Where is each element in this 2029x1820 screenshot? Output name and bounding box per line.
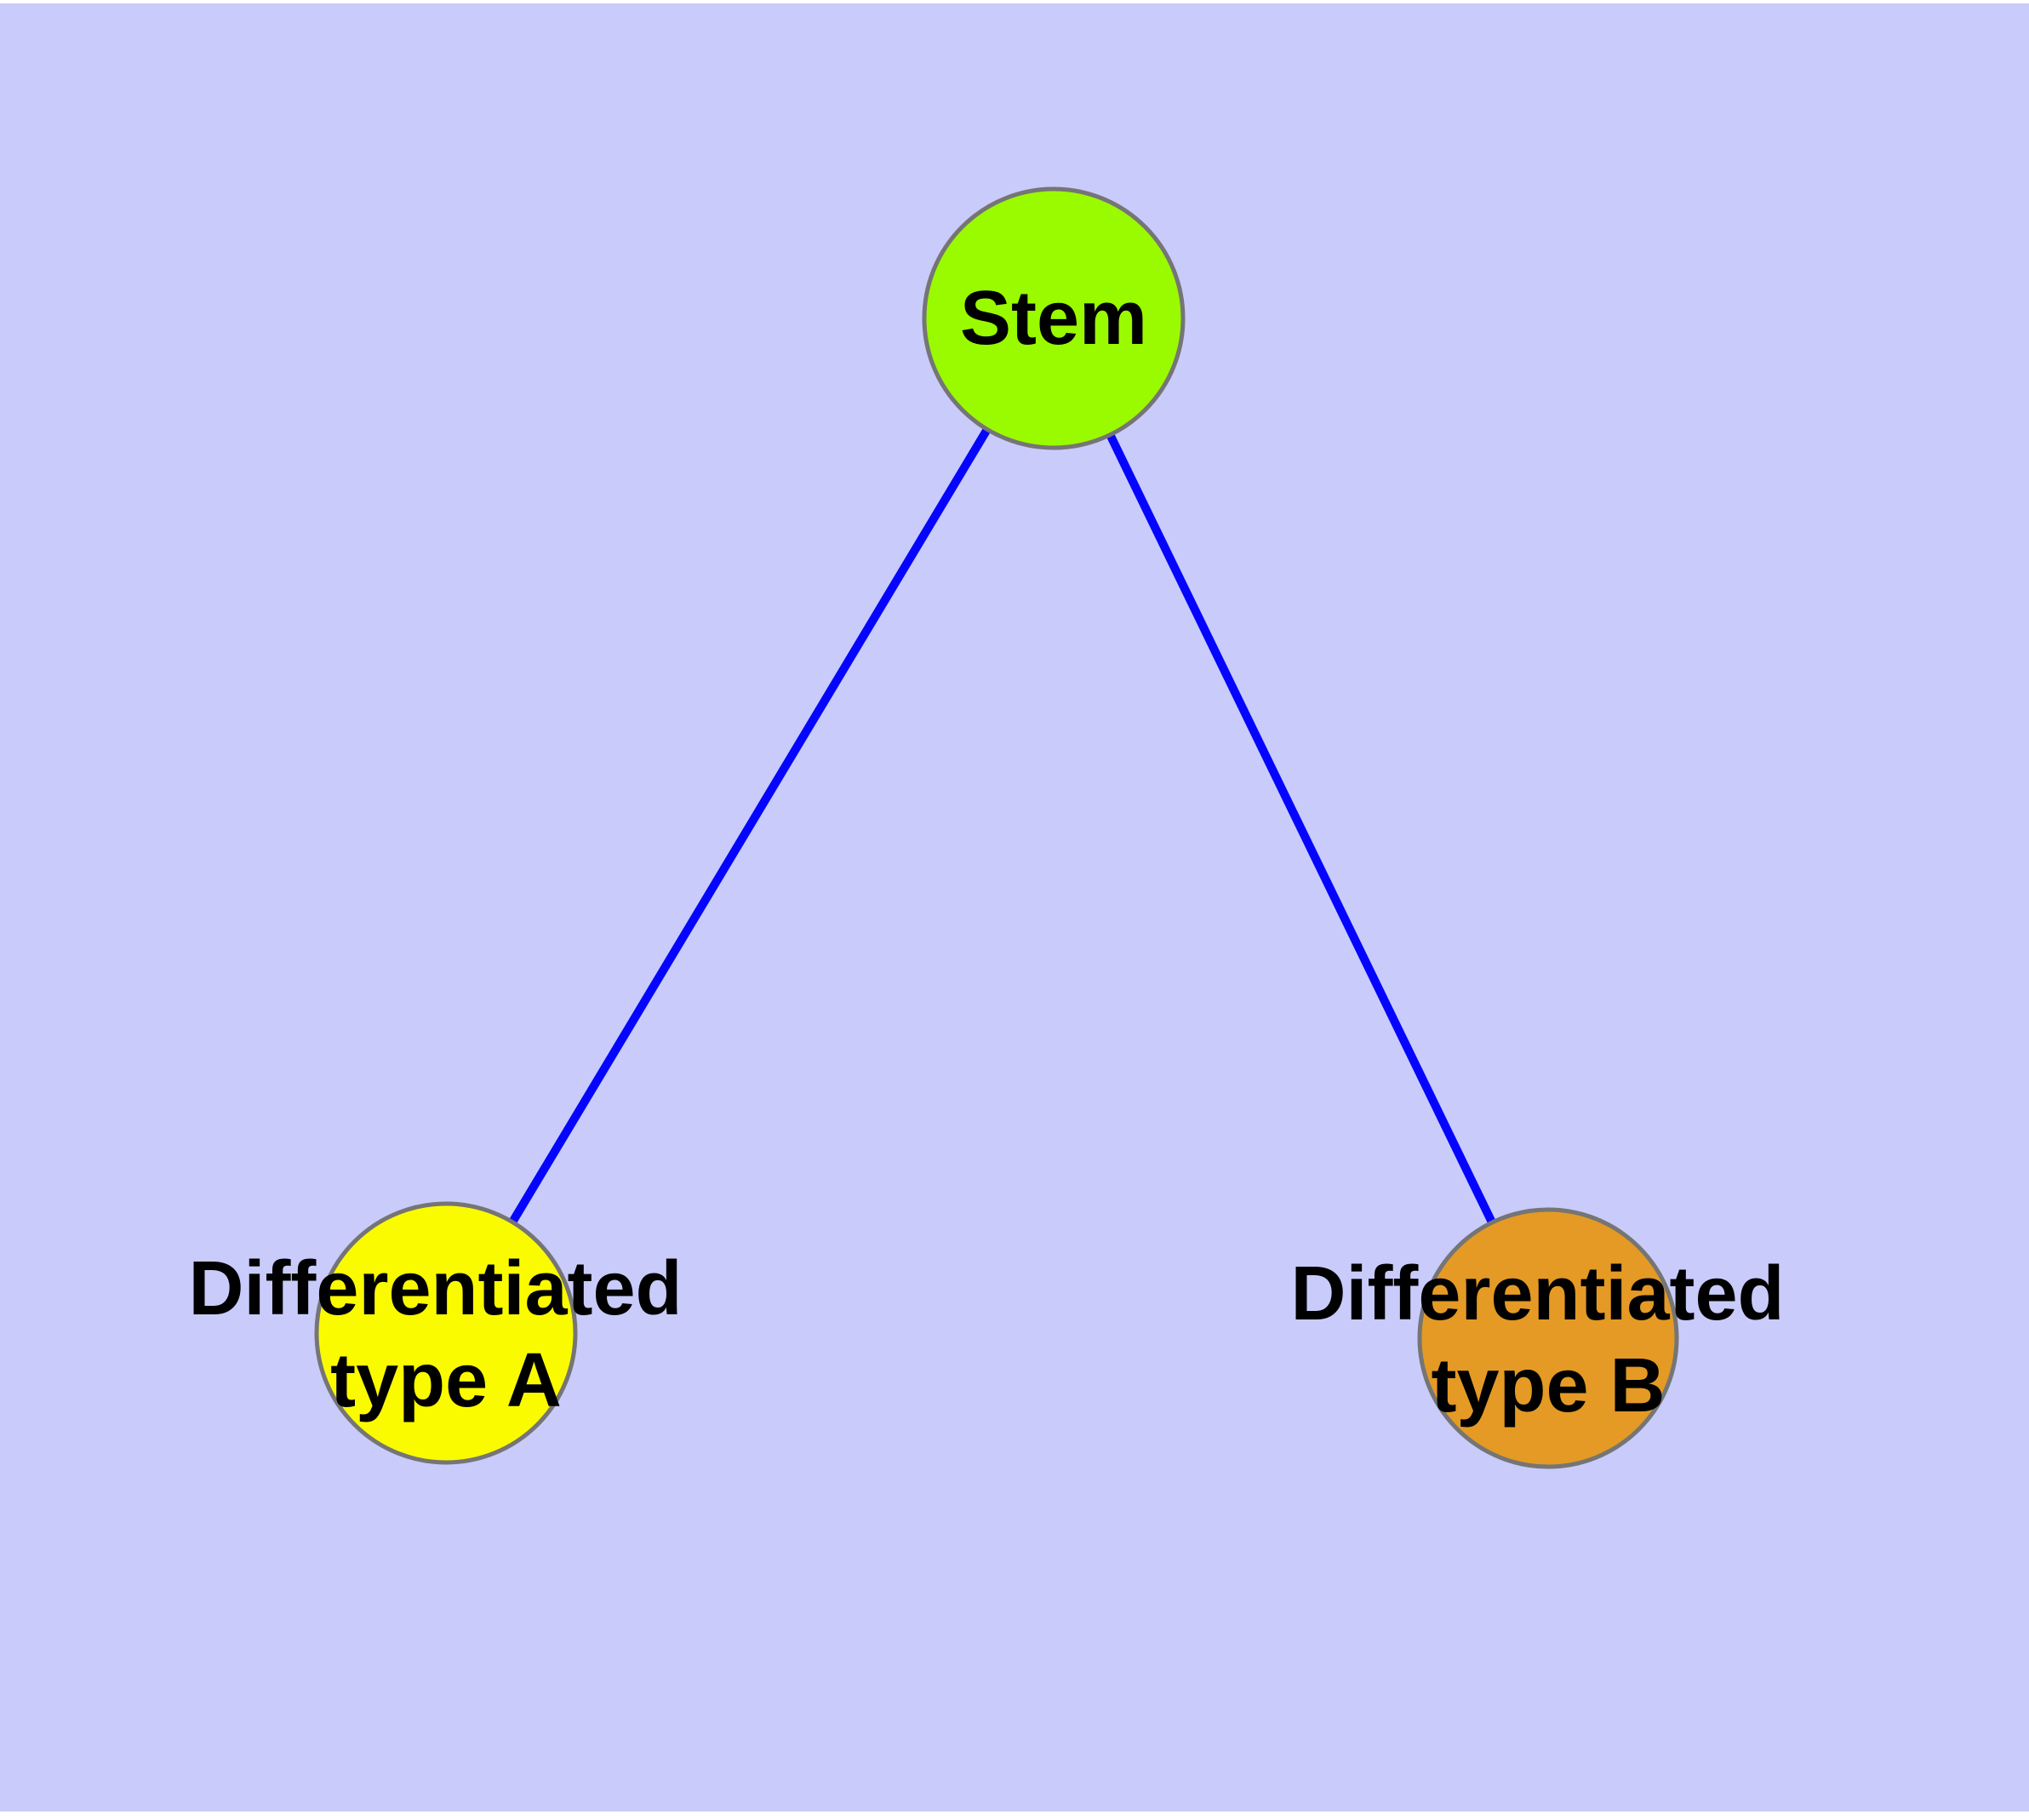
node-type-a-label-line2: type A — [330, 1338, 562, 1423]
node-type-a-label-line1: Differentiated — [188, 1246, 682, 1331]
node-type-b-label-line2: type B — [1431, 1343, 1665, 1428]
node-differentiated-type-a — [314, 1201, 578, 1465]
node-type-a-label: Differentiated type A — [188, 1246, 703, 1423]
edge-stem-to-type-a — [442, 316, 1058, 1336]
node-stem-label-text: Stem — [960, 276, 1147, 361]
node-type-b-label-line1: Differentiated — [1290, 1251, 1784, 1336]
node-stem-label: Stem — [960, 276, 1147, 361]
edge-stem-to-type-b — [1049, 316, 1552, 1341]
node-type-b-label: Differentiated type B — [1290, 1251, 1805, 1428]
node-stem — [922, 186, 1186, 450]
node-differentiated-type-b — [1417, 1207, 1679, 1469]
